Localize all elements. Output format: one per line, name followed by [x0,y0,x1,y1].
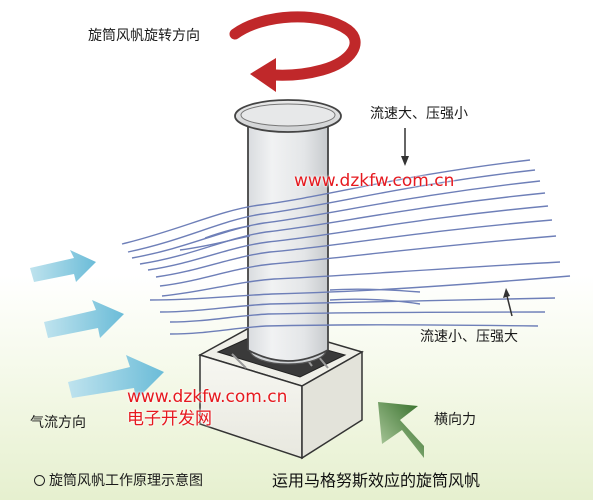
caption-left: 旋筒风帆工作原理示意图 [34,474,203,488]
rotation-direction-label: 旋筒风帆旋转方向 [88,28,200,44]
slow-flow-pointer-icon [503,288,513,317]
circle-bullet-icon [34,475,45,486]
watermark-site-name: 电子开发网 [127,409,212,429]
slow-flow-label: 流速小、压强大 [420,329,518,345]
rotation-arrow-icon [229,11,361,92]
airflow-streamlines [121,159,571,335]
fast-flow-label: 流速大、压强小 [370,106,468,122]
caption-left-text: 旋筒风帆工作原理示意图 [49,473,203,489]
watermark-url-top: www.dzkfw.com.cn [294,171,455,191]
lateral-force-arrow-icon [378,402,424,458]
lateral-force-label: 横向力 [434,412,476,428]
airflow-arrow-icon [30,250,164,400]
caption-right: 运用马格努斯效应的旋筒风帆 [272,471,481,490]
rotor-cylinder [234,99,342,362]
fast-flow-pointer-icon [401,128,409,166]
airflow-direction-label: 气流方向 [30,415,86,431]
watermark-url-mid: www.dzkfw.com.cn [127,387,288,407]
